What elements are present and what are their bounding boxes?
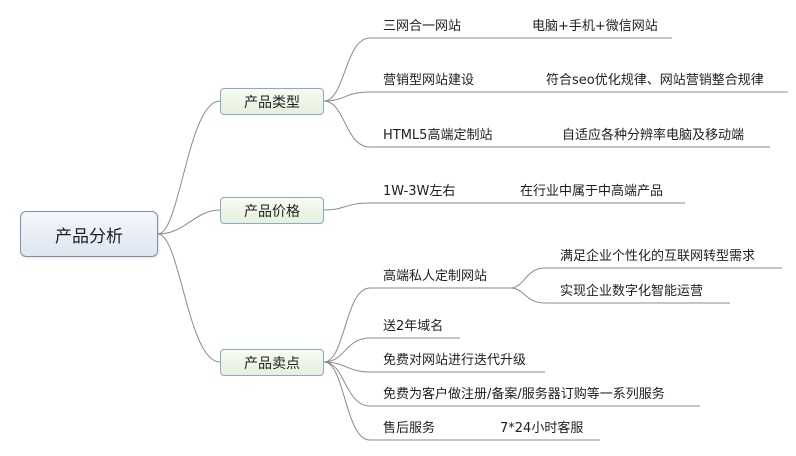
- leaf-selling-1-detail-2[interactable]: 实现企业数字化智能运营: [560, 284, 704, 299]
- leaf-selling-1[interactable]: 高端私人定制网站: [383, 269, 488, 284]
- connector-root-price: [157, 209, 221, 235]
- connector-type-3: [323, 100, 550, 148]
- leaf-price-1[interactable]: 1W-3W左右: [383, 184, 456, 199]
- leaf-selling-2[interactable]: 送2年域名: [383, 319, 444, 334]
- connector-root-selling: [157, 233, 221, 363]
- leaf-type-2[interactable]: 营销型网站建设: [383, 73, 475, 88]
- branch-product-price[interactable]: 产品价格: [220, 197, 324, 224]
- leaf-selling-4[interactable]: 免费为客户做注册/备案/服务器订购等一系列服务: [383, 387, 665, 402]
- connector-selling-1: [323, 287, 510, 363]
- connector-root-type: [157, 100, 221, 235]
- leaf-selling-5[interactable]: 售后服务: [383, 421, 436, 436]
- root-node[interactable]: 产品分析: [20, 211, 158, 257]
- leaf-type-2-detail[interactable]: 符合seo优化规律、网站营销整合规律: [546, 73, 764, 88]
- connector-selling-4: [323, 361, 700, 407]
- connector-selling-2: [323, 337, 460, 363]
- branch-product-type[interactable]: 产品类型: [220, 88, 324, 115]
- connector-selling-5: [323, 361, 490, 441]
- leaf-selling-3[interactable]: 免费对网站进行迭代升级: [383, 353, 527, 368]
- branch-selling-points[interactable]: 产品卖点: [220, 349, 324, 376]
- connector-type-1: [323, 37, 520, 102]
- connector-price-1: [323, 202, 510, 211]
- leaf-price-1-detail[interactable]: 在行业中属于中高端产品: [520, 184, 664, 199]
- leaf-type-1[interactable]: 三网合一网站: [383, 19, 462, 34]
- connector-custom-1: [509, 267, 782, 289]
- connector-custom-2: [509, 287, 730, 304]
- connector-type-2: [323, 91, 540, 102]
- leaf-selling-1-detail-1[interactable]: 满足企业个性化的互联网转型需求: [560, 249, 756, 264]
- leaf-type-3[interactable]: HTML5高端定制站: [383, 128, 493, 143]
- leaf-selling-5-detail[interactable]: 7*24小时客服: [500, 421, 584, 436]
- leaf-type-1-detail[interactable]: 电脑+手机+微信网站: [532, 19, 658, 34]
- leaf-type-3-detail[interactable]: 自适应各种分辨率电脑及移动端: [562, 128, 745, 143]
- connector-selling-3: [323, 361, 545, 373]
